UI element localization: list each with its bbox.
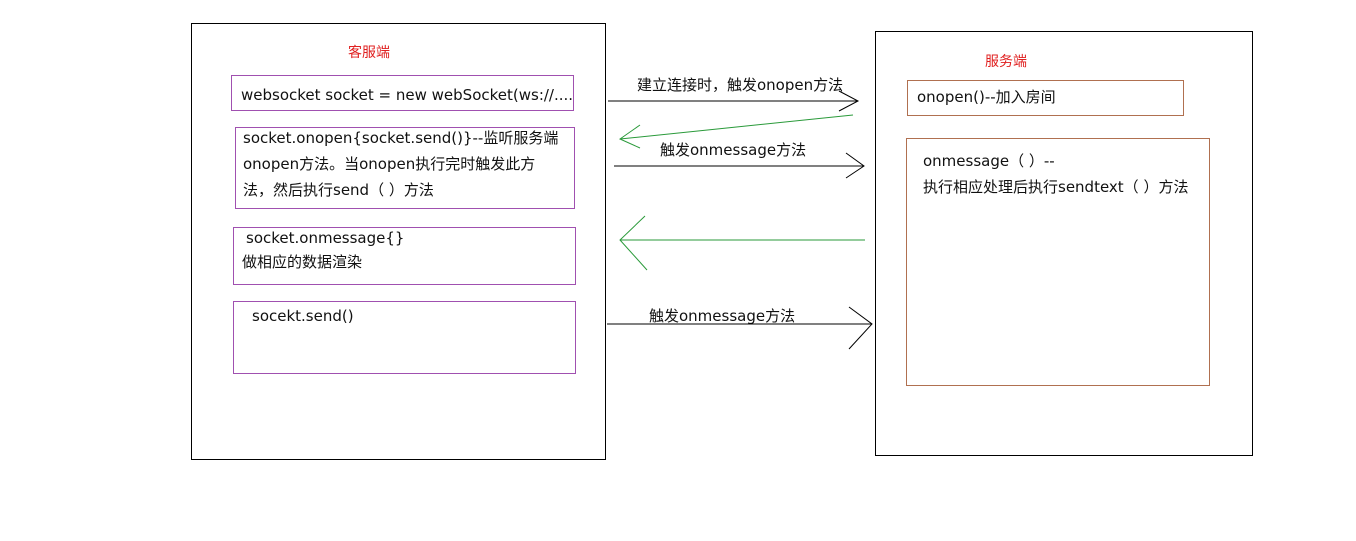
server-onmessage-line2: 执行相应处理后执行sendtext（ ）方法 [923, 178, 1189, 196]
client-onmessage-line2: 做相应的数据渲染 [242, 253, 363, 271]
client-onopen-box: socket.onopen{socket.send()}--监听服务端 onop… [235, 127, 575, 209]
client-onmessage-box: socket.onmessage{} 做相应的数据渲染 [233, 227, 576, 285]
server-title: 服务端 [985, 54, 1027, 70]
client-title: 客服端 [348, 45, 390, 61]
client-send-text: socekt.send() [252, 307, 354, 325]
server-onopen-box: onopen()--加入房间 [907, 80, 1184, 116]
server-response-arrow [619, 215, 865, 271]
client-onopen-line3: 法，然后执行send（ ）方法 [243, 181, 434, 199]
server-onmessage-line1: onmessage（ ）-- [923, 152, 1055, 170]
client-socket-init-box: websocket socket = new webSocket(ws://..… [231, 75, 574, 111]
arrow-label-onmessage-1: 触发onmessage方法 [660, 141, 807, 159]
client-onmessage-line1: socket.onmessage{} [246, 229, 405, 247]
client-send-box: socekt.send() [233, 301, 576, 374]
client-onopen-line2: onopen方法。当onopen执行完时触发此方 [243, 155, 536, 173]
send-onmessage-arrow [607, 306, 873, 350]
client-socket-init-text: websocket socket = new webSocket(ws://..… [241, 86, 574, 104]
onmessage-arrow-1 [614, 152, 865, 179]
server-onmessage-box: onmessage（ ）-- 执行相应处理后执行sendtext（ ）方法 [906, 138, 1210, 386]
server-onopen-text: onopen()--加入房间 [917, 88, 1056, 106]
client-onopen-line1: socket.onopen{socket.send()}--监听服务端 [243, 129, 559, 147]
arrow-label-onopen: 建立连接时，触发onopen方法 [637, 76, 844, 94]
connect-arrow [608, 90, 860, 112]
arrow-label-onmessage-2: 触发onmessage方法 [649, 307, 796, 325]
onopen-return-arrow [618, 114, 854, 149]
